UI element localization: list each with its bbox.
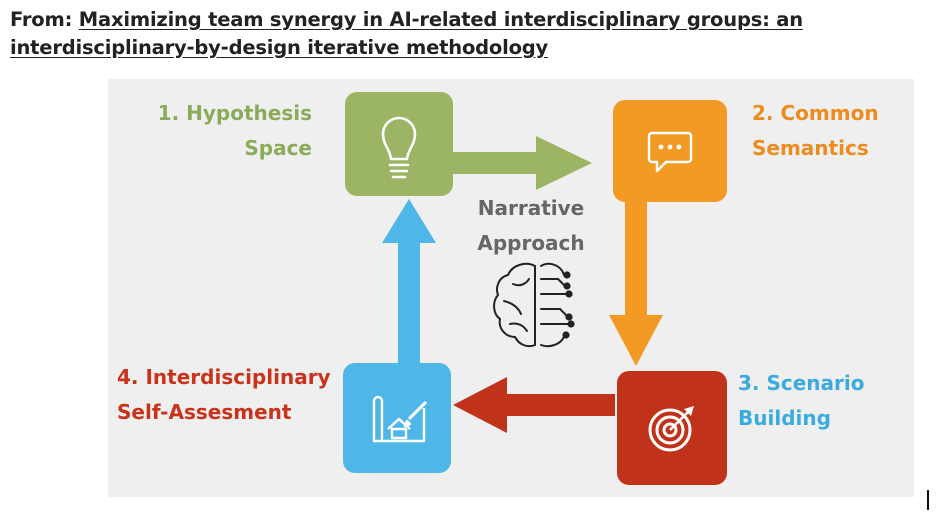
step-1-title: 1. Hypothesis: [157, 101, 312, 125]
target-icon: [648, 406, 694, 452]
step-2-subtitle: Semantics: [752, 136, 869, 160]
arrow-scenario-to-assessment: [453, 377, 615, 433]
step-4-subtitle: Self-Assesment: [117, 400, 292, 424]
step-box-semantics: [613, 100, 727, 202]
cycle-diagram: [343, 92, 727, 485]
step-3-subtitle: Building: [738, 406, 831, 430]
step-2-title: 2. Common: [752, 101, 879, 125]
article-title-link[interactable]: Maximizing team synergy in AI-related in…: [10, 8, 803, 59]
blueprint-icon: [372, 395, 428, 443]
arrow-hypothesis-to-semantics: [434, 136, 592, 190]
speech-bubble-icon: [647, 131, 693, 173]
diagram-panel: [108, 79, 914, 497]
step-label-semantics: 2. Common Semantics: [752, 96, 879, 166]
lightbulb-icon: [381, 116, 417, 179]
step-box-hypothesis: [345, 92, 453, 196]
step-3-title: 3. Scenario: [738, 371, 865, 395]
panel-edge: [914, 79, 936, 497]
figure-header: From: Maximizing team synergy in AI-rela…: [10, 6, 910, 62]
brain-circuit-icon: [493, 262, 575, 348]
step-label-hypothesis: 1. Hypothesis Space: [130, 96, 312, 166]
step-4-title: 4. Interdisciplinary: [117, 365, 331, 389]
step-1-subtitle: Space: [244, 136, 312, 160]
center-label: Narrative Approach: [462, 191, 600, 261]
arrow-semantics-to-scenario: [609, 197, 663, 366]
step-box-assessment: [343, 363, 451, 473]
header-prefix: From:: [10, 8, 79, 31]
step-box-scenario: [617, 371, 727, 485]
arrow-assessment-to-hypothesis: [382, 199, 436, 365]
step-label-assessment: 4. Interdisciplinary Self-Assesment: [117, 360, 331, 430]
step-label-scenario: 3. Scenario Building: [738, 366, 865, 436]
center-subtitle: Approach: [477, 231, 585, 255]
center-title: Narrative: [477, 196, 585, 220]
text-cursor: [927, 490, 929, 510]
